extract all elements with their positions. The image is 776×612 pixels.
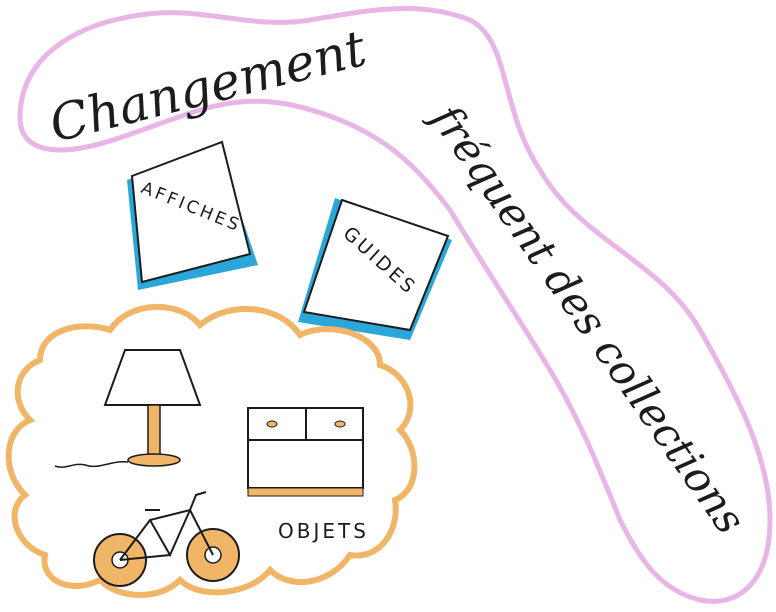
card-guides: GUIDES — [298, 198, 452, 340]
card-affiches: AFFICHES — [127, 140, 258, 290]
title-line-2: fréquent des collections — [420, 93, 755, 543]
objects-label: OBJETS — [278, 519, 369, 543]
title-line-1: Changement — [44, 19, 373, 154]
pink-ribbon — [17, 6, 773, 604]
bicycle-icon — [93, 491, 240, 587]
lamp-icon — [54, 349, 202, 468]
orange-cloud — [5, 303, 418, 598]
dresser-icon — [247, 407, 364, 497]
